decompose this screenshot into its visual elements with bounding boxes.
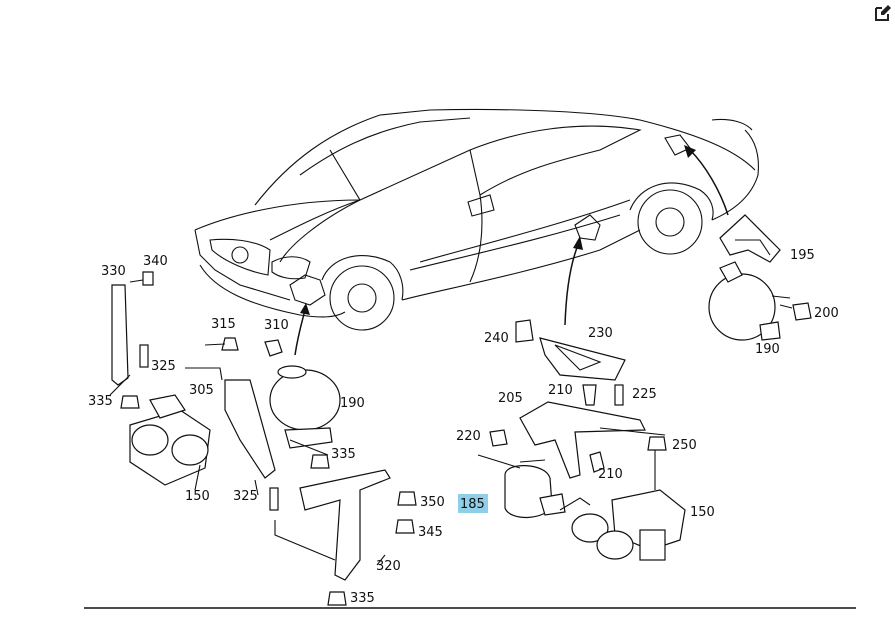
callout-250[interactable]: 250 [672,438,697,453]
callout-150-center[interactable]: 150 [690,505,715,520]
callout-335-left[interactable]: 335 [88,394,113,409]
callout-230[interactable]: 230 [588,326,613,341]
callout-345[interactable]: 345 [418,525,443,540]
right-assembly [708,214,812,341]
callout-150-left[interactable]: 150 [185,489,210,504]
location-arrows [294,145,729,356]
callout-185[interactable]: 185 [460,497,485,512]
callout-210-lower[interactable]: 210 [598,467,623,482]
callout-190-right[interactable]: 190 [755,342,780,357]
callout-320[interactable]: 320 [376,559,401,574]
callout-310[interactable]: 310 [264,318,289,333]
edit-icon[interactable] [874,4,892,22]
callout-325-upper[interactable]: 325 [151,359,176,374]
callout-330[interactable]: 330 [101,264,126,279]
vehicle-illustration [194,108,759,331]
callout-225[interactable]: 225 [632,387,657,402]
callout-210-upper[interactable]: 210 [548,383,573,398]
callout-305[interactable]: 305 [189,383,214,398]
callout-labels: 330 340 315 310 325 305 335 190 335 150 … [88,248,839,606]
callout-240[interactable]: 240 [484,331,509,346]
callout-335-mid[interactable]: 335 [331,447,356,462]
highlight-185 [458,494,488,513]
callout-200[interactable]: 200 [814,306,839,321]
callout-220[interactable]: 220 [456,429,481,444]
edit-icon-glyph [875,5,891,21]
left-assembly [109,271,417,606]
callout-190-left[interactable]: 190 [340,396,365,411]
callout-350[interactable]: 350 [420,495,445,510]
callout-205[interactable]: 205 [498,391,523,406]
callout-195[interactable]: 195 [790,248,815,263]
callout-315[interactable]: 315 [211,317,236,332]
callout-335-bottom[interactable]: 335 [350,591,375,606]
center-assembly [477,319,686,561]
callout-340[interactable]: 340 [143,254,168,269]
callout-325-lower[interactable]: 325 [233,489,258,504]
